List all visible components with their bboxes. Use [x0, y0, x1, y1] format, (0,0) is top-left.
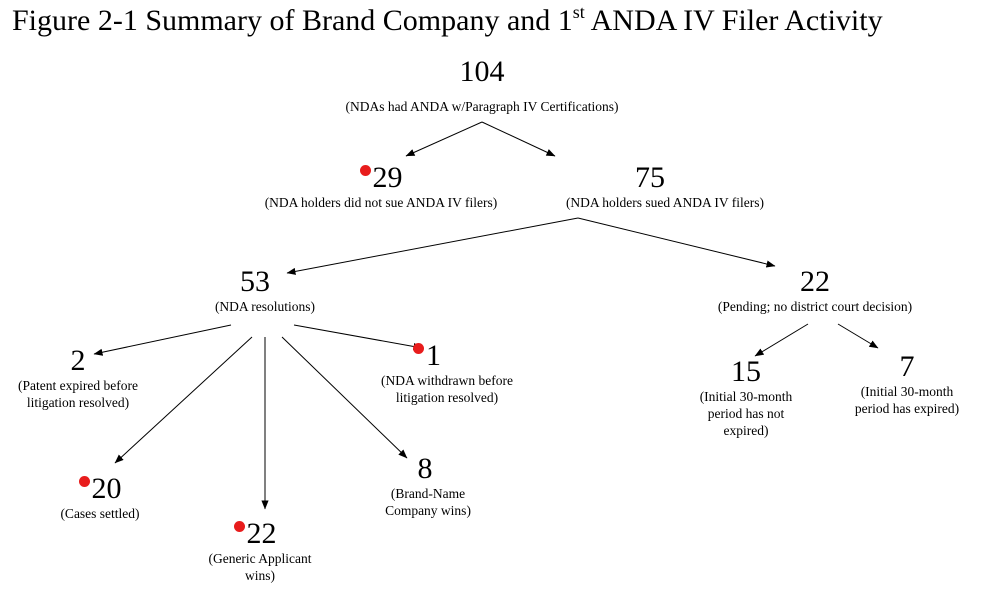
node-brand-wins: 8 (Brand-Name Company wins)	[358, 453, 498, 519]
node-value: 20	[91, 472, 122, 505]
node-description-line: (Patent expired before	[18, 378, 138, 393]
node-description-line: (Initial 30-month	[699, 389, 793, 404]
node-expired: 7 (Initial 30-month period has expired)	[836, 351, 978, 417]
node-description-line: period has expired)	[854, 401, 960, 416]
node-description-line: period has not	[707, 406, 785, 421]
red-dot-marker	[359, 165, 371, 176]
edge-sued-resolutions	[286, 217, 579, 275]
node-resolutions: 53 (NDA resolutions)	[170, 266, 360, 315]
node-withdrawn: 1 (NDA withdrawn before litigation resol…	[362, 340, 532, 406]
edge-pending-expired	[837, 323, 879, 349]
node-description: (NDA holders did not sue ANDA IV filers)	[264, 195, 498, 210]
node-not-expired: 15 (Initial 30-month period has not expi…	[676, 356, 816, 439]
node-root: 104 (NDAs had ANDA w/Paragraph IV Certif…	[302, 56, 662, 115]
edge-res-settled	[114, 336, 253, 464]
edge-res-withdrawn	[293, 324, 423, 351]
node-description-line: (NDA withdrawn before	[381, 373, 513, 388]
red-dot-marker	[413, 343, 424, 354]
node-description-line: (Generic Applicant	[208, 551, 312, 566]
edge-res-brand-wins	[281, 336, 408, 459]
node-value: 2	[70, 344, 86, 377]
node-description: (NDA resolutions)	[214, 299, 316, 314]
node-description-line: expired)	[723, 423, 769, 438]
node-description-line: Company wins)	[385, 503, 471, 518]
node-value: 22	[800, 265, 830, 298]
node-description-line: wins)	[245, 568, 275, 583]
node-description-line: (Brand-Name	[390, 486, 466, 501]
edge-sued-pending	[577, 217, 776, 268]
node-description-line: litigation resolved)	[26, 395, 130, 410]
node-value: 15	[731, 355, 761, 388]
edge-root-sued	[481, 121, 556, 157]
node-description: (NDAs had ANDA w/Paragraph IV Certificat…	[345, 99, 619, 114]
node-value: 75	[635, 161, 665, 194]
node-value: 1	[426, 339, 441, 372]
red-dot-marker	[233, 521, 245, 532]
node-pending: 22 (Pending; no district court decision)	[690, 266, 940, 315]
node-description-line: litigation resolved)	[395, 390, 499, 405]
node-description-line: (Initial 30-month	[860, 384, 954, 399]
node-value: 29	[372, 161, 403, 194]
node-not-sued: 29 (NDA holders did not sue ANDA IV file…	[236, 162, 526, 211]
node-generic-wins: 22 (Generic Applicant wins)	[190, 518, 330, 584]
edge-root-not-sued	[405, 121, 483, 157]
node-value: 22	[246, 517, 277, 550]
node-description: (Pending; no district court decision)	[717, 299, 913, 314]
node-value: 8	[417, 452, 433, 485]
edge-pending-not-expired	[754, 323, 809, 357]
node-value: 7	[899, 350, 915, 383]
red-dot-marker	[78, 476, 90, 487]
node-patent-expired: 2 (Patent expired before litigation reso…	[0, 345, 156, 411]
node-value: 53	[240, 265, 270, 298]
node-description: (NDA holders sued ANDA IV filers)	[565, 195, 765, 210]
node-description: (Cases settled)	[60, 506, 140, 521]
node-value: 104	[459, 55, 505, 88]
figure-title: Figure 2-1 Summary of Brand Company and …	[12, 2, 883, 37]
edge-res-patent-expired	[93, 324, 232, 356]
node-settled: 20 (Cases settled)	[30, 473, 170, 522]
node-sued: 75 (NDA holders sued ANDA IV filers)	[535, 162, 795, 211]
